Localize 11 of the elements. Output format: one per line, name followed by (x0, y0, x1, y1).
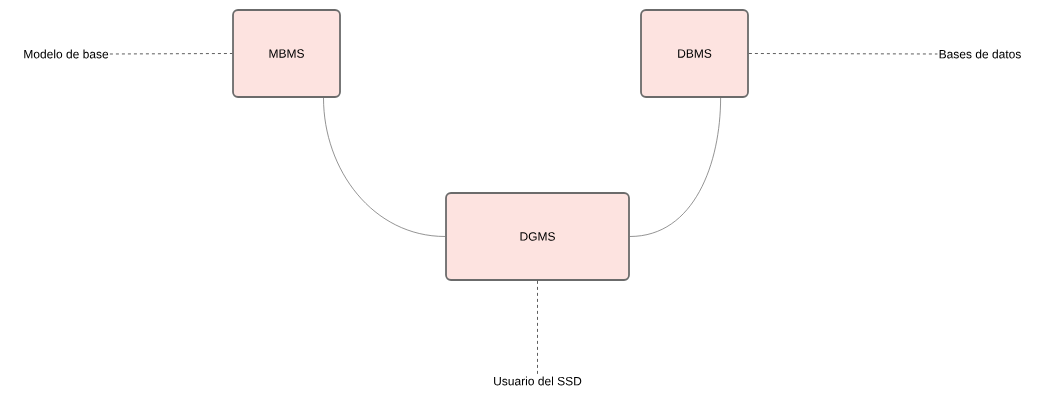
text-label: Usuario del SSD (494, 376, 582, 386)
process-box: DBMS (640, 9, 749, 98)
process-box: MBMS (232, 9, 341, 98)
text-label: Modelo de base (24, 49, 109, 59)
connector-line (748, 53, 938, 55)
connector-line (629, 97, 721, 237)
process-box: DGMS (445, 192, 630, 281)
connector-line (537, 280, 538, 376)
text-label: Bases de datos (939, 49, 1021, 59)
connector-line (323, 97, 446, 237)
connector-line (109, 53, 233, 55)
